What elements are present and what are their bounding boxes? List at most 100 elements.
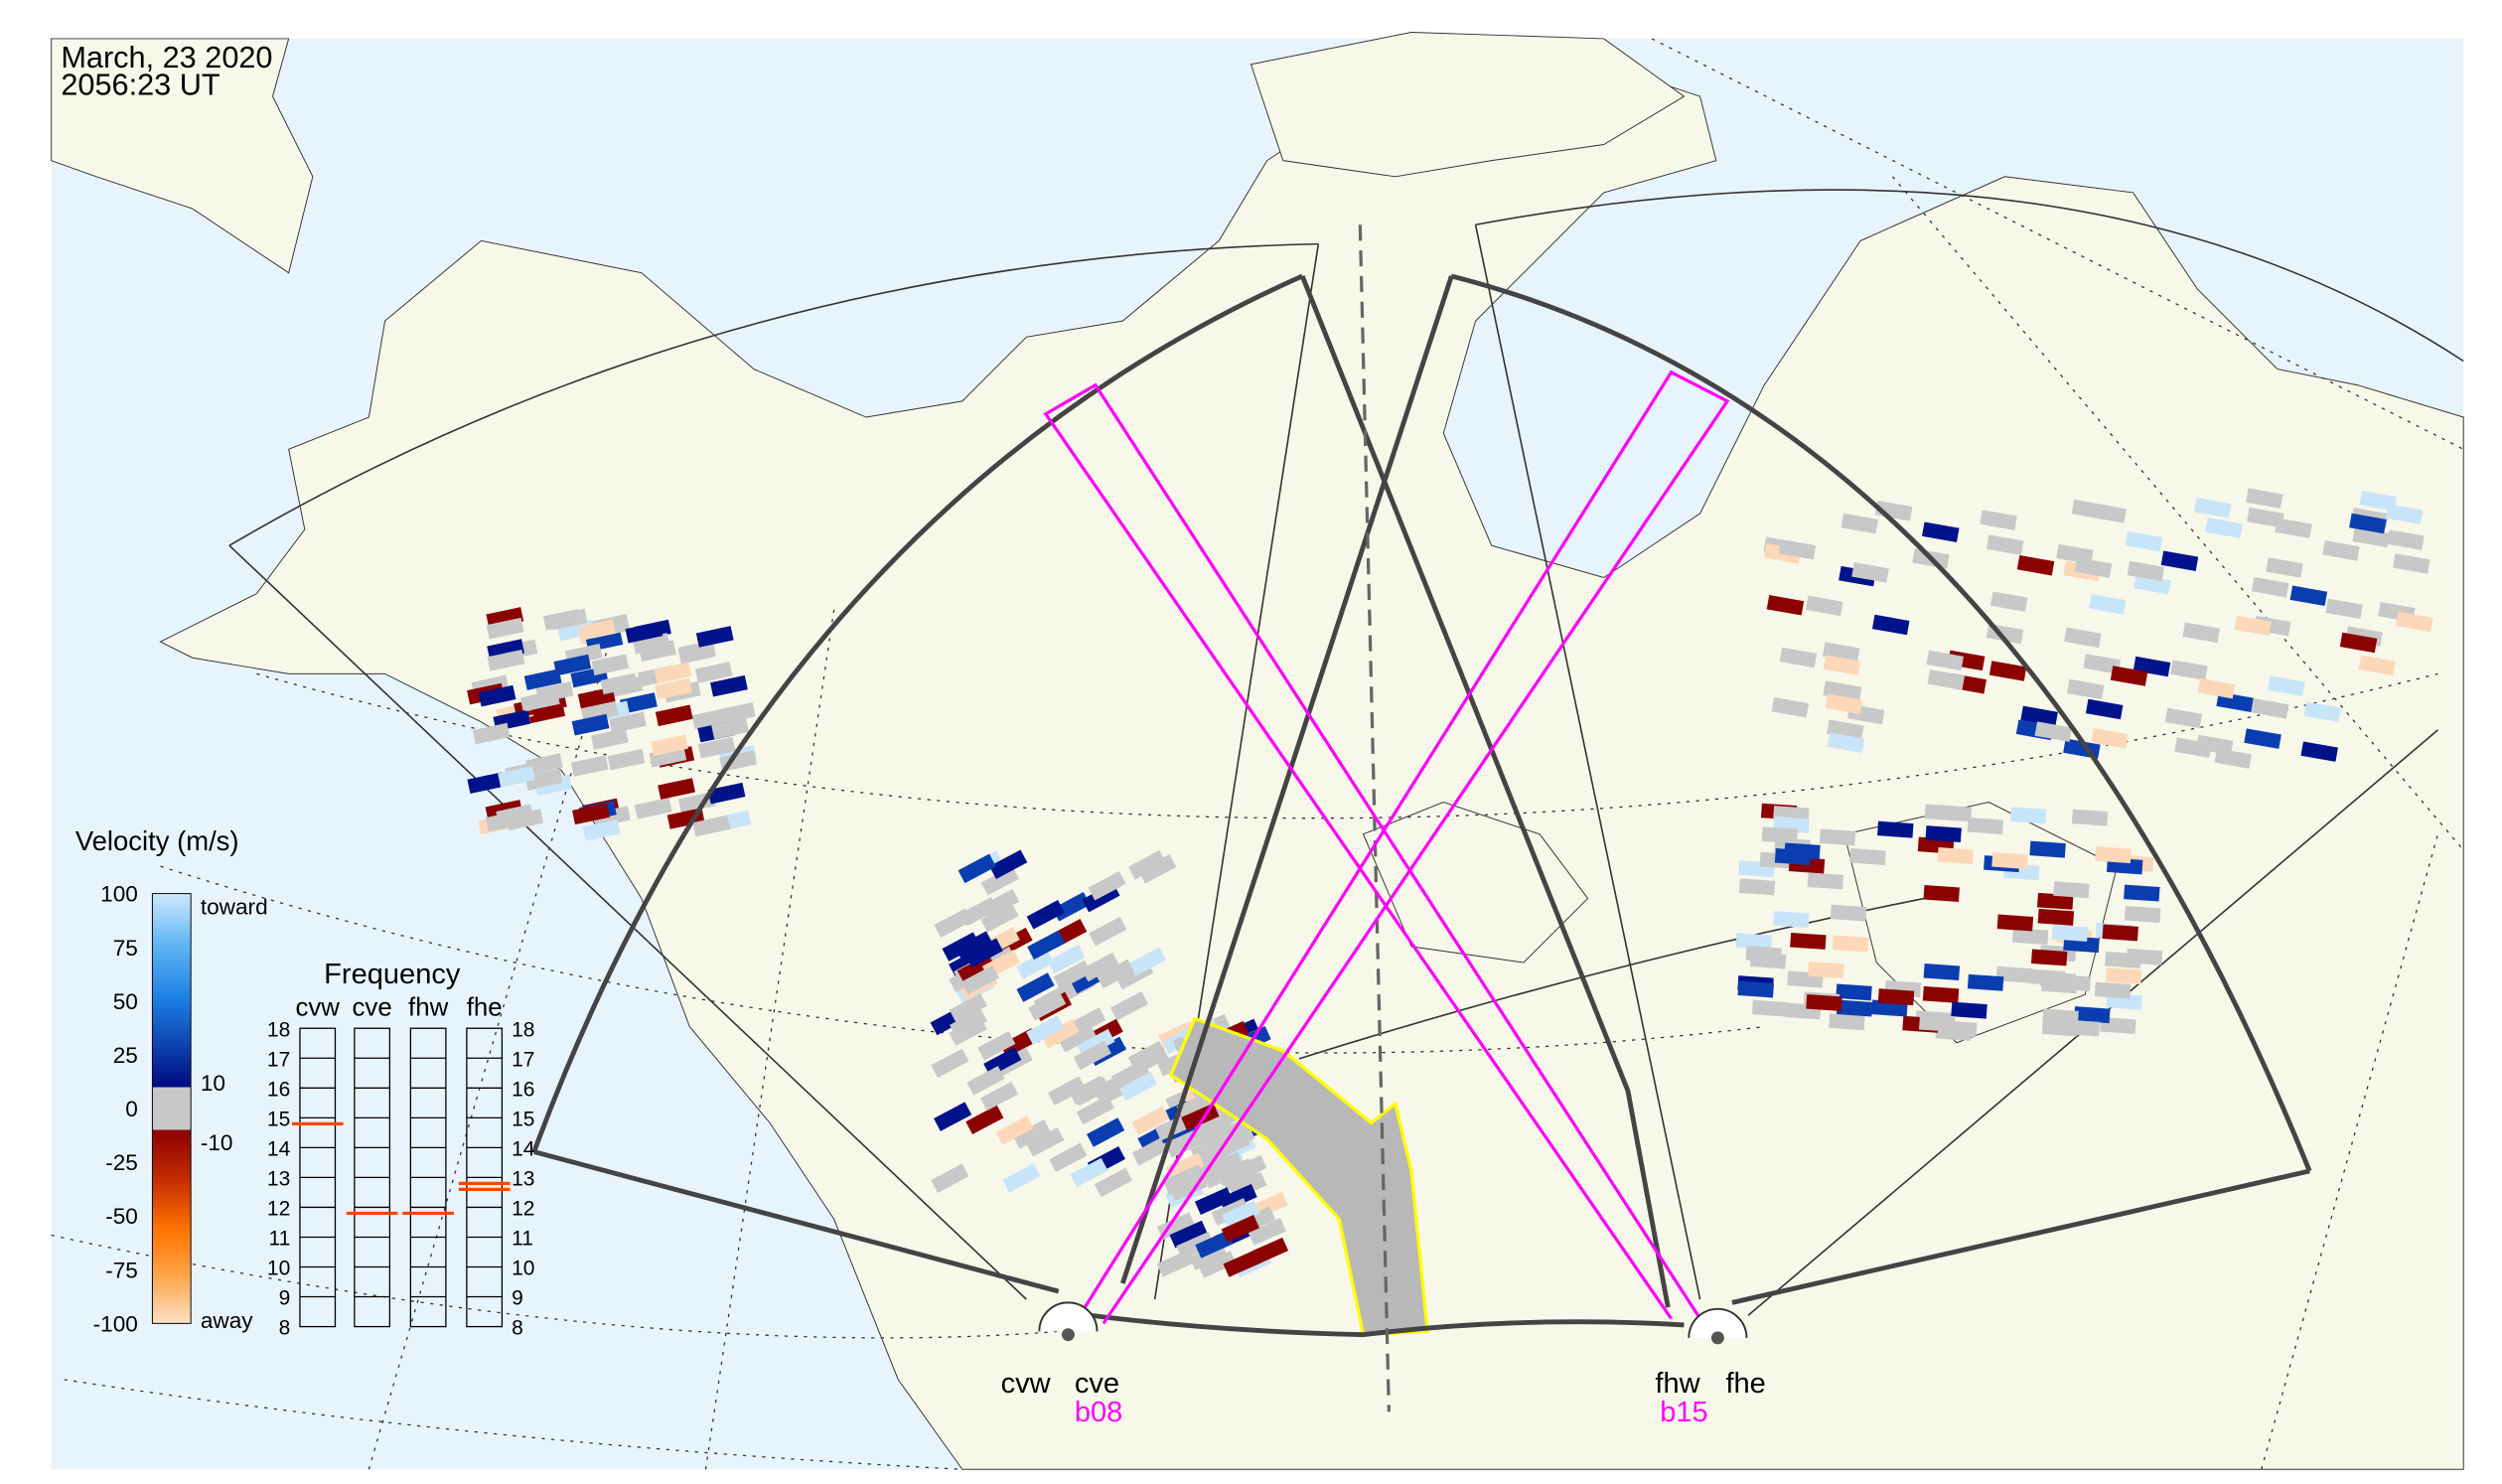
velocity-cell bbox=[980, 903, 1019, 933]
velocity-cell bbox=[1073, 1040, 1111, 1071]
velocity-cell bbox=[2234, 615, 2272, 637]
velocity-cell bbox=[2182, 622, 2220, 644]
velocity-cell bbox=[1980, 510, 2017, 530]
velocity-cell bbox=[1829, 1013, 1865, 1031]
velocity-cell bbox=[1951, 1001, 1987, 1019]
frequency-tick: 15 bbox=[512, 1108, 534, 1130]
velocity-cell bbox=[639, 640, 676, 663]
velocity-cell bbox=[1807, 872, 1844, 890]
velocity-cell bbox=[1047, 944, 1086, 974]
velocity-cell bbox=[2244, 728, 2281, 749]
beam-b08 bbox=[1076, 370, 1730, 1325]
velocity-cell bbox=[600, 672, 639, 695]
frequency-tick: 18 bbox=[267, 1018, 290, 1041]
velocity-cell bbox=[2339, 632, 2378, 654]
velocity-cell bbox=[1918, 1014, 1956, 1032]
velocity-cell bbox=[2016, 554, 2055, 576]
frequency-tick: 18 bbox=[512, 1018, 534, 1041]
velocity-cell bbox=[2126, 948, 2163, 965]
frequency-tick: 13 bbox=[512, 1167, 534, 1190]
velocity-cell bbox=[1840, 513, 1879, 534]
radar-site-cv bbox=[1038, 1301, 1099, 1342]
velocity-cell bbox=[2325, 598, 2363, 620]
velocity-cell bbox=[2102, 924, 2138, 942]
velocity-cell bbox=[695, 626, 734, 648]
date-label: March, 23 2020 bbox=[61, 40, 272, 74]
velocity-cell bbox=[2037, 908, 2075, 926]
velocity-cell bbox=[677, 642, 716, 665]
velocity-tick: -100 bbox=[93, 1311, 138, 1336]
velocity-cell bbox=[2020, 705, 2058, 727]
velocity-cell bbox=[2170, 660, 2208, 680]
velocity-cell bbox=[1784, 842, 1821, 860]
velocity-cell bbox=[607, 748, 646, 771]
velocity-cell bbox=[1995, 965, 2033, 983]
velocity-cell bbox=[1026, 900, 1065, 930]
frequency-tick: 14 bbox=[512, 1137, 535, 1160]
velocity-tick: 0 bbox=[125, 1097, 138, 1121]
frequency-tick: 10 bbox=[267, 1258, 290, 1280]
frequency-radar-label: cve bbox=[353, 993, 392, 1021]
beam-label-b08: b08 bbox=[1075, 1397, 1122, 1428]
velocity-cell bbox=[1967, 816, 2004, 834]
velocity-cell bbox=[651, 734, 689, 756]
velocity-cell bbox=[692, 815, 731, 837]
velocity-cell bbox=[1053, 960, 1092, 990]
velocity-cell bbox=[1087, 1117, 1125, 1147]
velocity-cell bbox=[1923, 963, 1961, 980]
velocity-cell bbox=[1877, 988, 1915, 1006]
velocity-cell bbox=[1156, 1249, 1195, 1277]
velocity-cell bbox=[2289, 585, 2328, 607]
frequency-title: Frequency bbox=[324, 959, 461, 990]
velocity-cell bbox=[1138, 854, 1177, 884]
velocity-cell bbox=[1194, 1187, 1234, 1216]
radar-site-fh bbox=[1688, 1307, 1748, 1345]
velocity-cell bbox=[1849, 847, 1886, 865]
radar-label-fhw: fhw bbox=[1655, 1368, 1700, 1400]
velocity-cell bbox=[1778, 538, 1817, 560]
velocity-cell bbox=[1806, 595, 1843, 617]
time-label: 2056:23 UT bbox=[61, 67, 221, 101]
radar-label-fhe: fhe bbox=[1725, 1368, 1765, 1400]
velocity-cell bbox=[1967, 973, 2004, 991]
velocity-cell bbox=[2094, 981, 2132, 999]
frequency-tick: 17 bbox=[512, 1048, 534, 1071]
velocity-cell bbox=[2205, 518, 2243, 538]
velocity-cell bbox=[2051, 924, 2089, 942]
velocity-cell bbox=[1735, 933, 1773, 951]
beam-label-b15: b15 bbox=[1660, 1397, 1707, 1428]
velocity-cell bbox=[1937, 847, 1974, 864]
velocity-cell bbox=[2174, 737, 2212, 758]
frequency-tick: 11 bbox=[512, 1228, 533, 1251]
velocity-cell bbox=[1989, 591, 2028, 612]
land-northwest bbox=[51, 38, 314, 274]
velocity-cell bbox=[1927, 669, 1966, 690]
velocity-cell bbox=[1223, 1250, 1261, 1277]
velocity-cell bbox=[2349, 513, 2387, 534]
velocity-cell bbox=[1110, 1059, 1150, 1090]
velocity-cell bbox=[571, 713, 610, 736]
frequency-radar-label: cvw bbox=[295, 993, 340, 1021]
velocity-cell bbox=[2105, 966, 2142, 984]
velocity-cell bbox=[707, 782, 746, 805]
velocity-cell bbox=[2164, 707, 2203, 729]
velocity-cell bbox=[2056, 543, 2094, 565]
velocity-cell bbox=[957, 853, 996, 884]
velocity-cell bbox=[478, 684, 516, 707]
velocity-cell bbox=[498, 766, 535, 788]
velocity-cell bbox=[1830, 904, 1867, 922]
threshold-lower: -10 bbox=[201, 1130, 233, 1155]
velocity-cell bbox=[2042, 1008, 2079, 1026]
velocity-cell bbox=[1827, 732, 1865, 753]
velocity-cell bbox=[2266, 557, 2303, 578]
velocity-cell bbox=[2300, 741, 2338, 762]
velocity-cell bbox=[934, 1102, 972, 1131]
velocity-cell bbox=[1070, 1157, 1108, 1188]
velocity-cell bbox=[1026, 1127, 1065, 1157]
radar-label-cve: cve bbox=[1075, 1368, 1119, 1400]
velocity-cell bbox=[2066, 678, 2105, 700]
velocity-cell bbox=[2036, 892, 2074, 910]
velocity-cell bbox=[591, 654, 630, 675]
velocity-cell bbox=[934, 908, 972, 938]
velocity-cell bbox=[523, 668, 562, 690]
